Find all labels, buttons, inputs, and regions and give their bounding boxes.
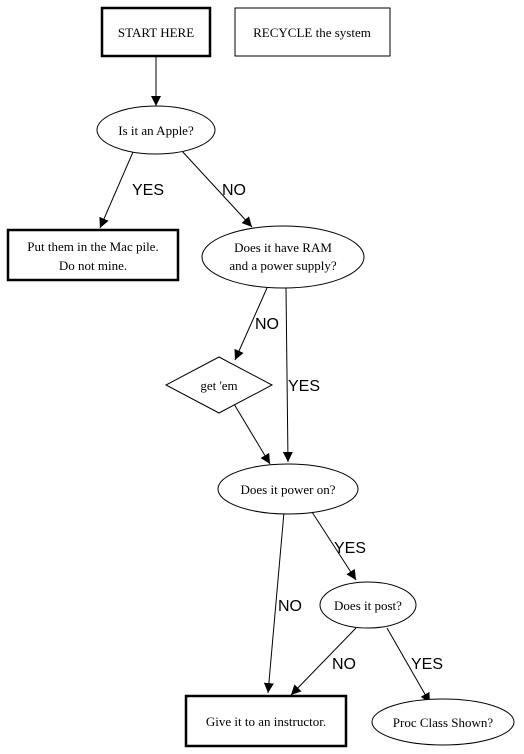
- node-get-em: get 'em: [164, 356, 274, 414]
- node-start-here: START HERE: [100, 6, 212, 58]
- node-ram-power-supply: Does it have RAM and a power supply?: [201, 225, 365, 289]
- node-get-em-label: get 'em: [200, 378, 237, 393]
- edge-label-post-no: NO: [332, 656, 356, 673]
- node-give-to-instructor-label: Give it to an instructor.: [206, 714, 326, 729]
- edge-apple-to-ram-psu: [180, 149, 253, 228]
- edge-label-apple-no: NO: [222, 182, 246, 199]
- node-mac-pile-label-line1: Put them in the Mac pile.: [27, 239, 158, 254]
- node-proc-class-shown-label: Proc Class Shown?: [393, 715, 494, 730]
- node-proc-class-shown: Proc Class Shown?: [371, 698, 515, 746]
- node-ram-power-supply-label-line1: Does it have RAM: [234, 240, 332, 255]
- edge-label-apple-yes: YES: [132, 182, 164, 199]
- node-power-on: Does it power on?: [217, 463, 359, 515]
- edges: YES NO NO YES YES NO NO YES: [99, 56, 443, 704]
- edge-ram-to-power-on: [282, 287, 293, 463]
- edge-post-to-instructor: [290, 627, 357, 696]
- edge-apple-to-mac-pile: [99, 151, 134, 229]
- edge-power-on-to-post: [311, 511, 357, 581]
- node-power-on-label: Does it power on?: [241, 482, 336, 497]
- edge-label-power-no: NO: [278, 598, 302, 615]
- edge-label-power-yes: YES: [334, 540, 366, 557]
- node-recycle-system: RECYCLE the system: [234, 7, 391, 57]
- node-is-it-apple: Is it an Apple?: [96, 105, 216, 155]
- node-does-it-post-label: Does it post?: [334, 598, 402, 613]
- edge-label-ram-no: NO: [255, 316, 279, 333]
- node-recycle-system-label: RECYCLE the system: [253, 25, 371, 40]
- edge-label-post-yes: YES: [411, 656, 443, 673]
- node-does-it-post: Does it post?: [319, 581, 417, 629]
- node-mac-pile-label-line2: Do not mine.: [59, 258, 127, 273]
- node-start-here-label: START HERE: [118, 25, 194, 40]
- node-ram-power-supply-label-line2: and a power supply?: [229, 258, 336, 273]
- node-give-to-instructor: Give it to an instructor.: [184, 694, 348, 748]
- edge-ram-to-get-em: [234, 287, 268, 361]
- node-mac-pile: Put them in the Mac pile. Do not mine.: [6, 228, 180, 282]
- edge-label-ram-yes: YES: [288, 378, 320, 395]
- node-is-it-apple-label: Is it an Apple?: [118, 123, 194, 138]
- edge-power-on-to-instructor: [263, 511, 285, 694]
- edge-post-to-proc-class: [386, 627, 431, 704]
- edge-get-em-to-power-on: [233, 403, 271, 465]
